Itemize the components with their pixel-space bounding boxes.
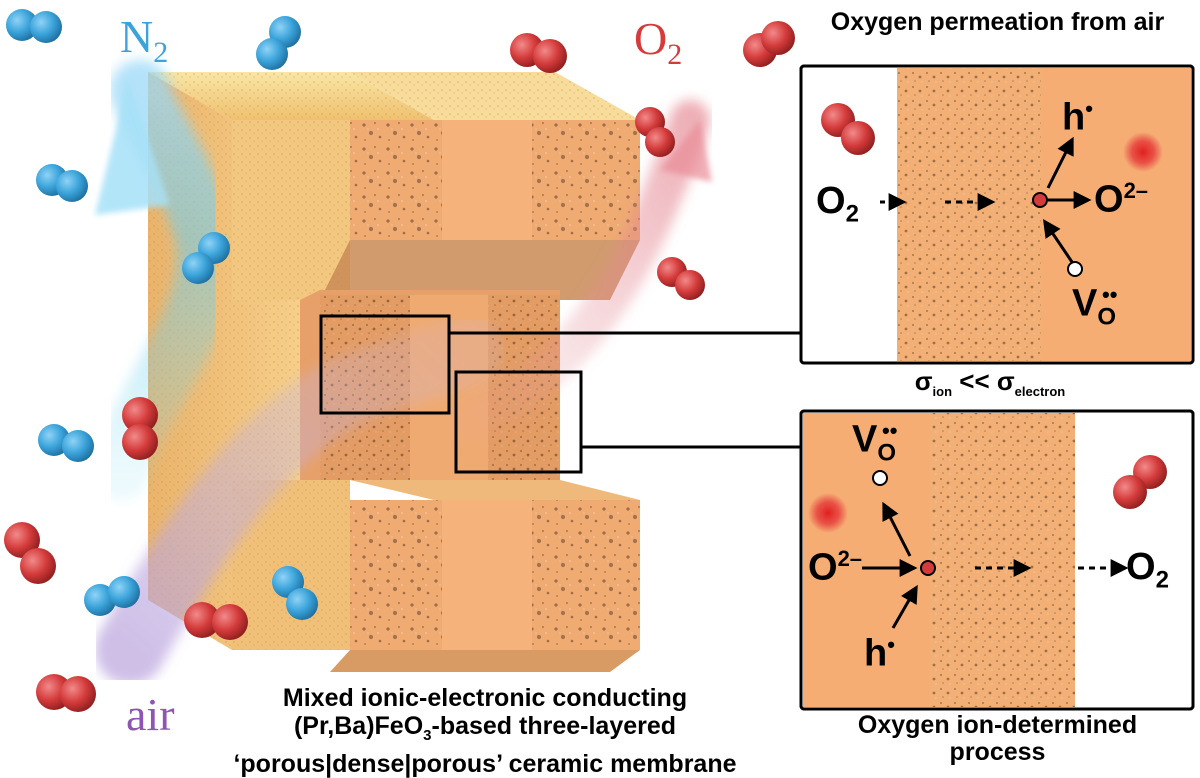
bottom-o2-product: O2 — [1126, 546, 1169, 594]
callout-box-bottom — [454, 370, 583, 474]
inset-top — [799, 64, 1195, 365]
nitrogen-label: N2 — [120, 11, 169, 70]
membrane-caption: Mixed ionic-electronic conducting (Pr,Ba… — [200, 684, 770, 778]
n2-molecule — [182, 232, 230, 284]
top-o2-reactant: O2 — [816, 180, 859, 228]
inset-bottom — [799, 409, 1195, 711]
arrow — [891, 584, 918, 629]
vacancy-marker — [872, 470, 888, 486]
n2-molecule — [38, 424, 94, 462]
bottom-oxide-ion: O2– — [808, 546, 863, 589]
air-label: air — [126, 689, 175, 740]
n2-molecule — [272, 566, 318, 620]
membrane-caption-line: Mixed ionic-electronic conducting — [282, 684, 688, 712]
o2-molecule — [1113, 455, 1167, 509]
oxygen-molecules — [4, 21, 795, 712]
o2-molecule — [4, 522, 56, 584]
n2-molecule — [84, 576, 140, 616]
arrow — [1042, 219, 1074, 263]
oxygen-ion-glow — [808, 493, 848, 533]
o2-molecule — [821, 103, 875, 155]
membrane-caption-line: (Pr,Ba)FeO3-based three-layered — [293, 712, 677, 744]
top-electron-hole: h• — [1062, 96, 1093, 139]
process-caption-line: Oxygen ion-determined — [857, 711, 1138, 739]
top-oxide-ion: O2– — [1094, 178, 1149, 221]
conductivity-relation: σion << σelectron — [914, 366, 1066, 400]
o2-molecule — [184, 602, 248, 640]
nitrogen-molecules — [6, 9, 318, 620]
bottom-oxygen-vacancy: VO•• — [852, 418, 898, 467]
top-panel-title: Oxygen permeation from air — [830, 8, 1165, 36]
reaction-site — [1032, 192, 1048, 208]
o2-molecule — [743, 21, 795, 67]
o2-molecule — [510, 33, 567, 73]
n2-molecule — [256, 16, 301, 70]
o2-molecule — [122, 397, 158, 460]
o2-molecule — [36, 674, 96, 712]
arrow — [1046, 136, 1074, 189]
process-caption-line: process — [949, 738, 1046, 766]
oxygen-ion-glow — [1123, 132, 1163, 172]
n2-molecule — [36, 164, 88, 202]
arrow — [882, 501, 912, 557]
air-stream — [95, 315, 505, 685]
n2-molecule — [6, 9, 62, 43]
o2-molecule — [657, 257, 705, 300]
reaction-site — [920, 560, 936, 576]
oxygen-stream-arrow — [660, 120, 712, 182]
top-oxygen-vacancy: VO•• — [1072, 282, 1118, 331]
nitrogen-stream-arrow — [95, 80, 170, 215]
o2-molecule — [635, 107, 675, 157]
oxygen-label: O2 — [634, 13, 683, 72]
vacancy-marker — [1067, 261, 1083, 277]
membrane-caption-line: ‘porous|dense|porous’ ceramic membrane — [233, 750, 737, 778]
callout-box-top — [319, 314, 451, 415]
bottom-electron-hole: h• — [864, 632, 895, 675]
process-caption: Oxygen ion-determined process — [800, 712, 1195, 766]
